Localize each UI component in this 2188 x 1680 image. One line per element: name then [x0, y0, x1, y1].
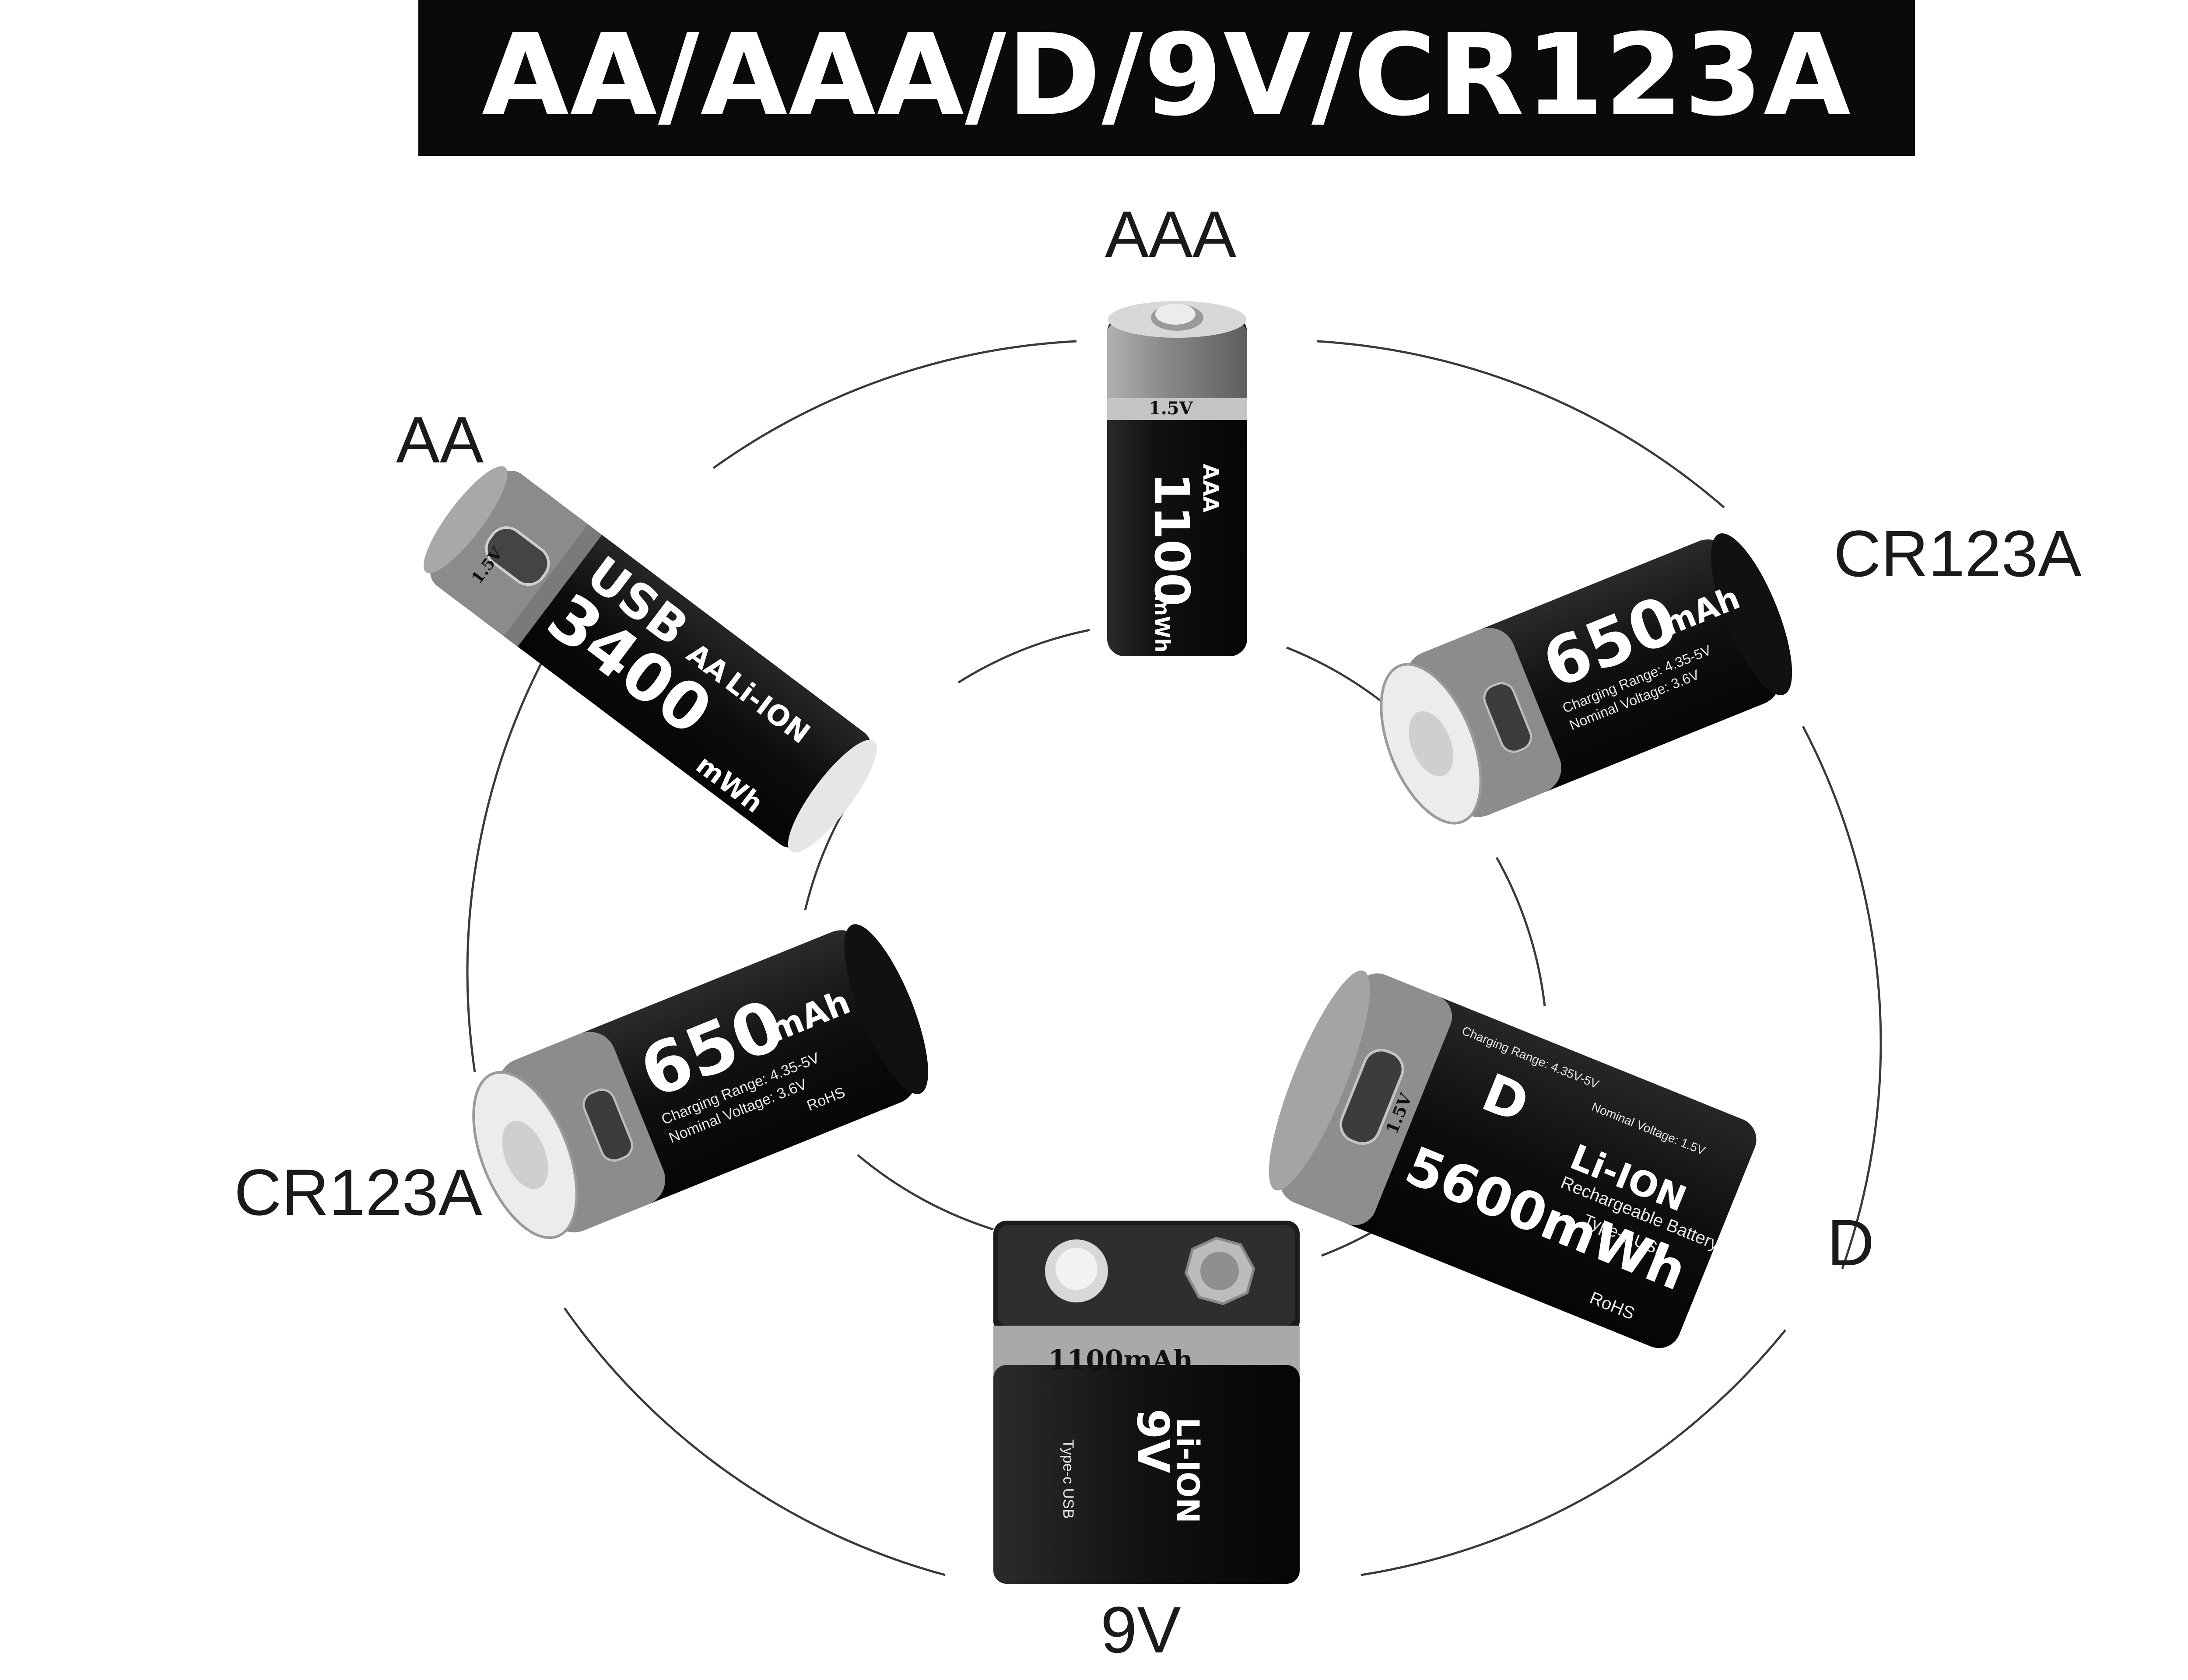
aaa-type-mark: AAA — [1198, 464, 1223, 512]
outer-ring-arc — [1317, 340, 1725, 508]
label-cr123a-right: CR123A — [1834, 517, 2082, 590]
label-d: D — [1827, 1206, 1875, 1279]
aaa-capacity: 1100 — [1144, 472, 1200, 606]
title-banner: AA/AAA/D/9V/CR123A — [418, 0, 1915, 156]
label-aaa: AAA — [1105, 197, 1237, 271]
battery-aa: 1.5V USB AA Li-ION 3400 mWh — [423, 411, 971, 853]
battery-d: 1.5V Charging Range: 4.35V-5V Nominal Vo… — [1269, 901, 1785, 1348]
label-9v: 9V — [1101, 1593, 1181, 1666]
inner-ring-arc — [1286, 646, 1397, 714]
inner-ring-arc — [1495, 857, 1546, 1007]
9v-typec: Type-c USB — [1060, 1439, 1076, 1519]
9v-capacity: 1100mAh — [1048, 1344, 1193, 1376]
label-cr123a-left: CR123A — [234, 1155, 482, 1229]
9v-chem: Li-ION — [1170, 1418, 1206, 1523]
inner-ring-arc — [857, 1154, 994, 1231]
label-aa: AA — [396, 403, 484, 476]
aaa-voltage: 1.5V — [1149, 398, 1193, 419]
inner-ring-arc — [957, 629, 1090, 684]
aaa-unit: mWh — [1150, 595, 1174, 652]
battery-cr123a-right: 650 mAh Charging Range: 4.35-5V Nominal … — [1380, 516, 1834, 858]
battery-cr123a-left: 650 mAh Charging Range: 4.35-5V Nominal … — [472, 924, 971, 1282]
outer-ring-arc — [1802, 725, 1882, 1269]
outer-ring-arc — [712, 340, 1077, 469]
battery-aaa: 1.5V 1100 mWh AAA — [1103, 289, 1252, 665]
outer-ring-arc — [1360, 1329, 1786, 1576]
page-title: AA/AAA/D/9V/CR123A — [481, 10, 1852, 141]
9v-size: 9V — [1127, 1409, 1178, 1473]
outer-ring-arc — [466, 655, 546, 1072]
battery-9v: 1100mAh 9V Li-ION Type-c USB — [989, 1221, 1313, 1597]
outer-ring-arc — [563, 1307, 946, 1576]
